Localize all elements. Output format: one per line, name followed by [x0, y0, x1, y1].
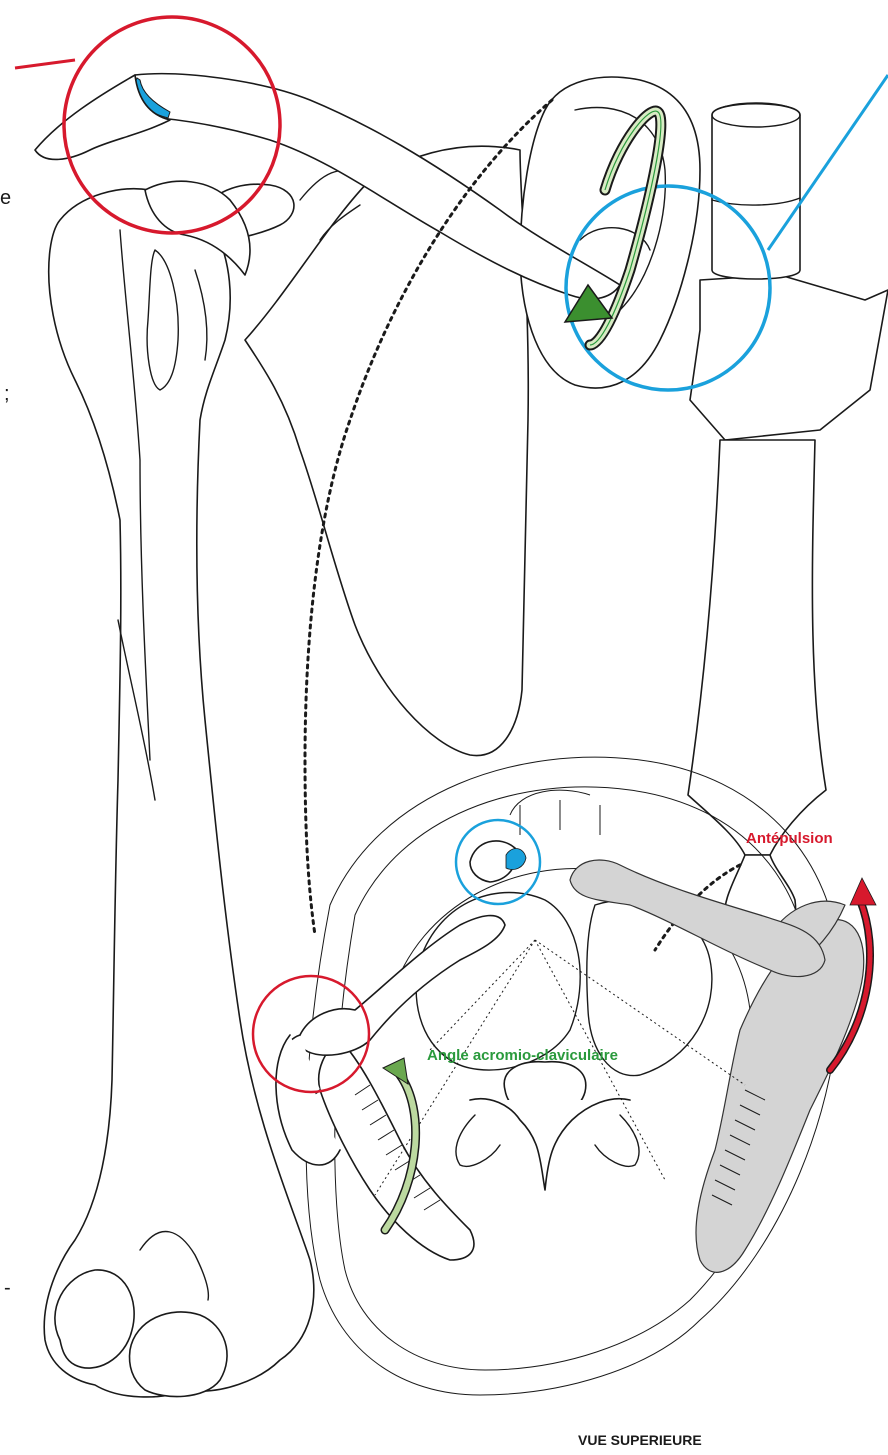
- angle-acromio-claviculaire-label: Angle acromio-claviculaire: [427, 1047, 618, 1064]
- edge-text-dash: -: [4, 1277, 11, 1299]
- humerus-condyle-center: [130, 1312, 228, 1397]
- sternum-body: [688, 440, 826, 855]
- view-title: VUE SUPERIEURE: [578, 1432, 702, 1448]
- edge-text-e: e: [0, 187, 11, 209]
- superior-view: Antépulsion Angle acromio-claviculaire V…: [253, 757, 876, 1448]
- edge-text-semicolon: ;: [4, 383, 10, 405]
- sternum: [690, 275, 888, 440]
- antepulsion-label: Antépulsion: [746, 830, 833, 847]
- first-rib-cylinder: [712, 104, 800, 279]
- clavicle-left-top: [299, 916, 505, 1056]
- sternoclavicular-joint: [520, 77, 700, 388]
- red-pointer-line: [15, 60, 75, 68]
